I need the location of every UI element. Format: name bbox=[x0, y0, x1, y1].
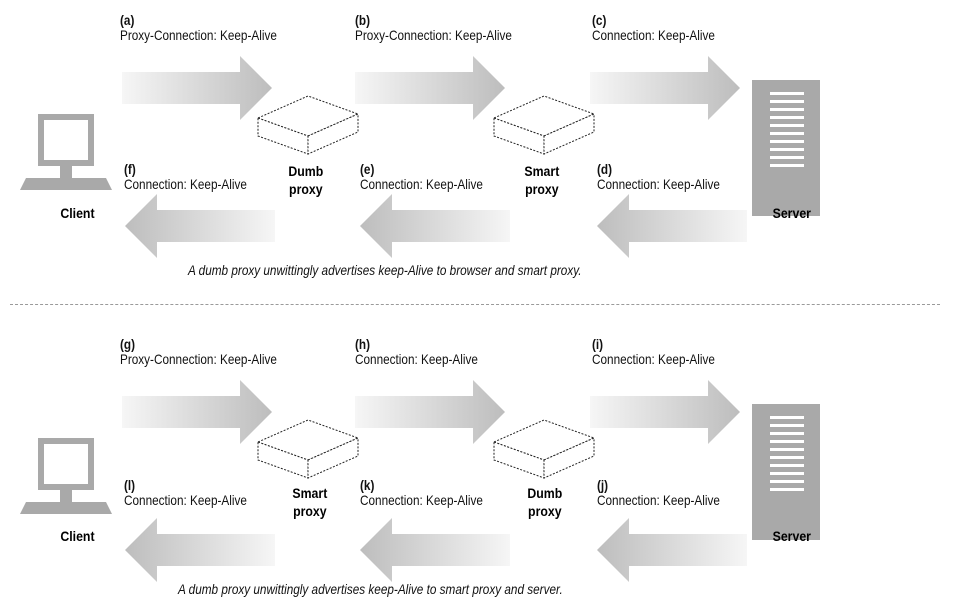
forward-arrow-1 bbox=[122, 56, 272, 120]
server-vent bbox=[770, 464, 804, 467]
server-vent bbox=[770, 100, 804, 103]
back-arrow-3 bbox=[597, 194, 747, 258]
back-arrow-2 bbox=[360, 518, 510, 582]
label-j: (j)Connection: Keep-Alive bbox=[597, 477, 720, 508]
server-vent bbox=[770, 472, 804, 475]
forward-arrow-3 bbox=[590, 380, 740, 444]
server-vent bbox=[770, 124, 804, 127]
forward-arrow-3 bbox=[590, 56, 740, 120]
label-i: (i)Connection: Keep-Alive bbox=[592, 336, 715, 367]
forward-arrow-1 bbox=[122, 380, 272, 444]
label-g: (g)Proxy-Connection: Keep-Alive bbox=[120, 336, 277, 367]
server-vent bbox=[770, 432, 804, 435]
back-arrow-3 bbox=[597, 518, 747, 582]
server-vent bbox=[770, 424, 804, 427]
forward-arrow-2 bbox=[355, 380, 505, 444]
server-vent bbox=[770, 132, 804, 135]
server-vent bbox=[770, 116, 804, 119]
server-vent bbox=[770, 108, 804, 111]
label-h: (h)Connection: Keep-Alive bbox=[355, 336, 478, 367]
forward-arrow-2 bbox=[355, 56, 505, 120]
monitor-icon bbox=[38, 438, 94, 490]
label-d: (d)Connection: Keep-Alive bbox=[597, 161, 720, 192]
back-arrow-1 bbox=[125, 518, 275, 582]
label-e: (e)Connection: Keep-Alive bbox=[360, 161, 483, 192]
proxy-box-side bbox=[307, 113, 359, 155]
proxy-box-side bbox=[307, 437, 359, 479]
monitor-icon bbox=[38, 114, 94, 166]
client-label: Client bbox=[60, 528, 95, 544]
proxy-box-side bbox=[543, 437, 595, 479]
caption-bottom: A dumb proxy unwittingly advertises keep… bbox=[178, 581, 563, 597]
server-vent bbox=[770, 416, 804, 419]
caption-top: A dumb proxy unwittingly advertises keep… bbox=[188, 262, 582, 278]
back-arrow-2 bbox=[360, 194, 510, 258]
server-vent bbox=[770, 148, 804, 151]
server-label: Server bbox=[772, 205, 811, 221]
server-vent bbox=[770, 440, 804, 443]
server-vent bbox=[770, 480, 804, 483]
label-b: (b)Proxy-Connection: Keep-Alive bbox=[355, 12, 512, 43]
server-vent bbox=[770, 156, 804, 159]
server-label: Server bbox=[772, 528, 811, 544]
server-vent bbox=[770, 140, 804, 143]
back-arrow-1 bbox=[125, 194, 275, 258]
keyboard-base bbox=[20, 502, 112, 514]
server-vent bbox=[770, 448, 804, 451]
label-c: (c)Connection: Keep-Alive bbox=[592, 12, 715, 43]
server-vent bbox=[770, 92, 804, 95]
label-a: (a)Proxy-Connection: Keep-Alive bbox=[120, 12, 277, 43]
proxy-box-side bbox=[543, 113, 595, 155]
client-label: Client bbox=[60, 205, 95, 221]
label-l: (l)Connection: Keep-Alive bbox=[124, 477, 247, 508]
keyboard-base bbox=[20, 178, 112, 190]
server-vent bbox=[770, 456, 804, 459]
monitor-stand bbox=[60, 490, 72, 502]
panel-divider bbox=[10, 304, 940, 305]
server-vent bbox=[770, 164, 804, 167]
label-k: (k)Connection: Keep-Alive bbox=[360, 477, 483, 508]
server-vent bbox=[770, 488, 804, 491]
monitor-stand bbox=[60, 166, 72, 178]
label-f: (f)Connection: Keep-Alive bbox=[124, 161, 247, 192]
